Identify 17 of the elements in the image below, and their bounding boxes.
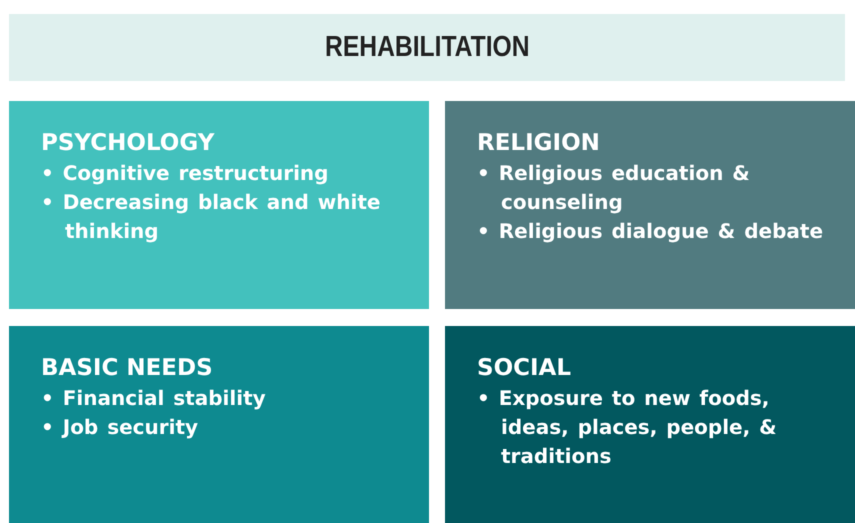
- card-heading: RELIGION: [477, 129, 601, 157]
- title-text: REHABILITATION: [324, 31, 530, 64]
- bullet-item: • Exposure to new foods, ideas, places, people, & traditions: [477, 385, 778, 470]
- bullet-item: • Cognitive restructuring: [41, 160, 330, 187]
- category-card: [445, 326, 855, 523]
- category-card: [445, 101, 855, 309]
- bullet-item: • Religious education & counseling: [477, 160, 751, 216]
- bullet-item: • Financial stability: [41, 385, 267, 412]
- card-heading: BASIC NEEDS: [41, 354, 214, 382]
- card-heading: PSYCHOLOGY: [41, 129, 216, 157]
- category-card: [9, 101, 429, 309]
- card-heading: SOCIAL: [477, 354, 572, 382]
- bullet-item: • Decreasing black and white thinking: [41, 189, 382, 245]
- bullet-item: • Religious dialogue & debate: [477, 218, 824, 245]
- title-band: [9, 14, 845, 81]
- category-card: [9, 326, 429, 523]
- bullet-item: • Job security: [41, 414, 200, 441]
